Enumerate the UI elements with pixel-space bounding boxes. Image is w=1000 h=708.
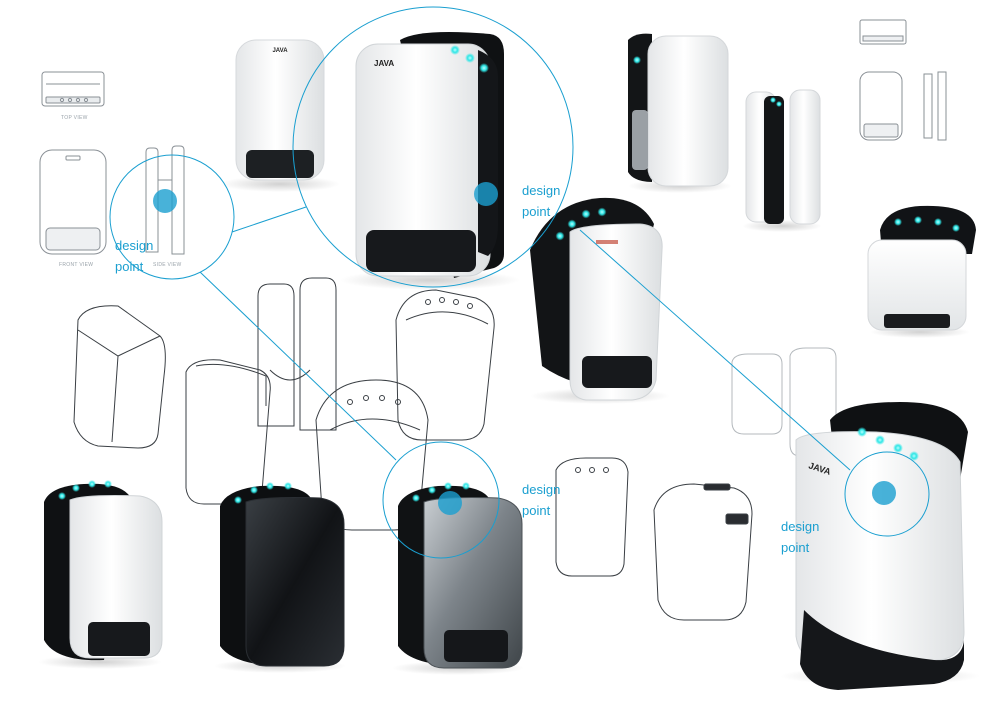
dryer-compact-render — [867, 205, 976, 338]
design-point-line2: point — [781, 540, 810, 555]
front-view-drawing — [39, 149, 107, 255]
leader-line-angled-to-right — [579, 229, 851, 471]
design-point-label-centre: design point — [522, 479, 560, 521]
design-point-dot-left — [153, 189, 177, 213]
leader-line-left-to-centre — [199, 271, 397, 461]
dryer-large-right-render: JAVA — [780, 402, 980, 690]
magnifier-circle-centre — [382, 441, 500, 559]
orthographic-views-left — [39, 71, 185, 255]
design-point-line1: design — [522, 482, 561, 497]
dryer-angled-render — [530, 197, 670, 404]
dryer-rear-render: JAVA — [220, 39, 340, 192]
dryer-front-white-render — [628, 33, 732, 193]
design-point-dot-large — [474, 182, 498, 206]
design-point-label-right: design point — [781, 516, 819, 558]
dryer-hero-render: JAVA — [340, 32, 520, 290]
design-point-line2: point — [115, 259, 144, 274]
top-view-caption: TOP VIEW — [61, 115, 88, 121]
design-point-line2: point — [522, 204, 551, 219]
dryer-side-render — [742, 89, 822, 232]
leader-line-left-to-large — [231, 206, 307, 233]
side-view-drawing — [145, 145, 185, 255]
side-view-caption: SIDE VIEW — [153, 262, 182, 268]
callout-graphics — [109, 6, 930, 559]
orthographic-views-right — [859, 19, 947, 141]
design-point-dot-centre — [438, 491, 462, 515]
design-point-line1: design — [781, 519, 820, 534]
svg-text:JAVA: JAVA — [374, 59, 394, 68]
wireframe-sketches — [73, 277, 837, 621]
magnifier-circle-right — [844, 451, 930, 537]
magnifier-circle-left — [109, 154, 235, 280]
dryer-bottom-black-render — [214, 482, 346, 673]
design-point-label-large: design point — [522, 180, 560, 222]
top-view-drawing — [41, 71, 105, 107]
design-point-label-left: design point — [115, 235, 153, 277]
design-point-dot-right — [872, 481, 896, 505]
svg-text:JAVA: JAVA — [272, 48, 288, 54]
dryer-bottom-silver-render — [392, 482, 524, 675]
dryer-bottom-white-render — [38, 480, 163, 669]
design-point-line1: design — [522, 183, 561, 198]
front-view-caption: FRONT VIEW — [59, 262, 93, 268]
magnifier-circle-large — [292, 6, 574, 288]
callout-dots — [153, 182, 896, 515]
design-point-line1: design — [115, 238, 154, 253]
design-point-line2: point — [522, 503, 551, 518]
